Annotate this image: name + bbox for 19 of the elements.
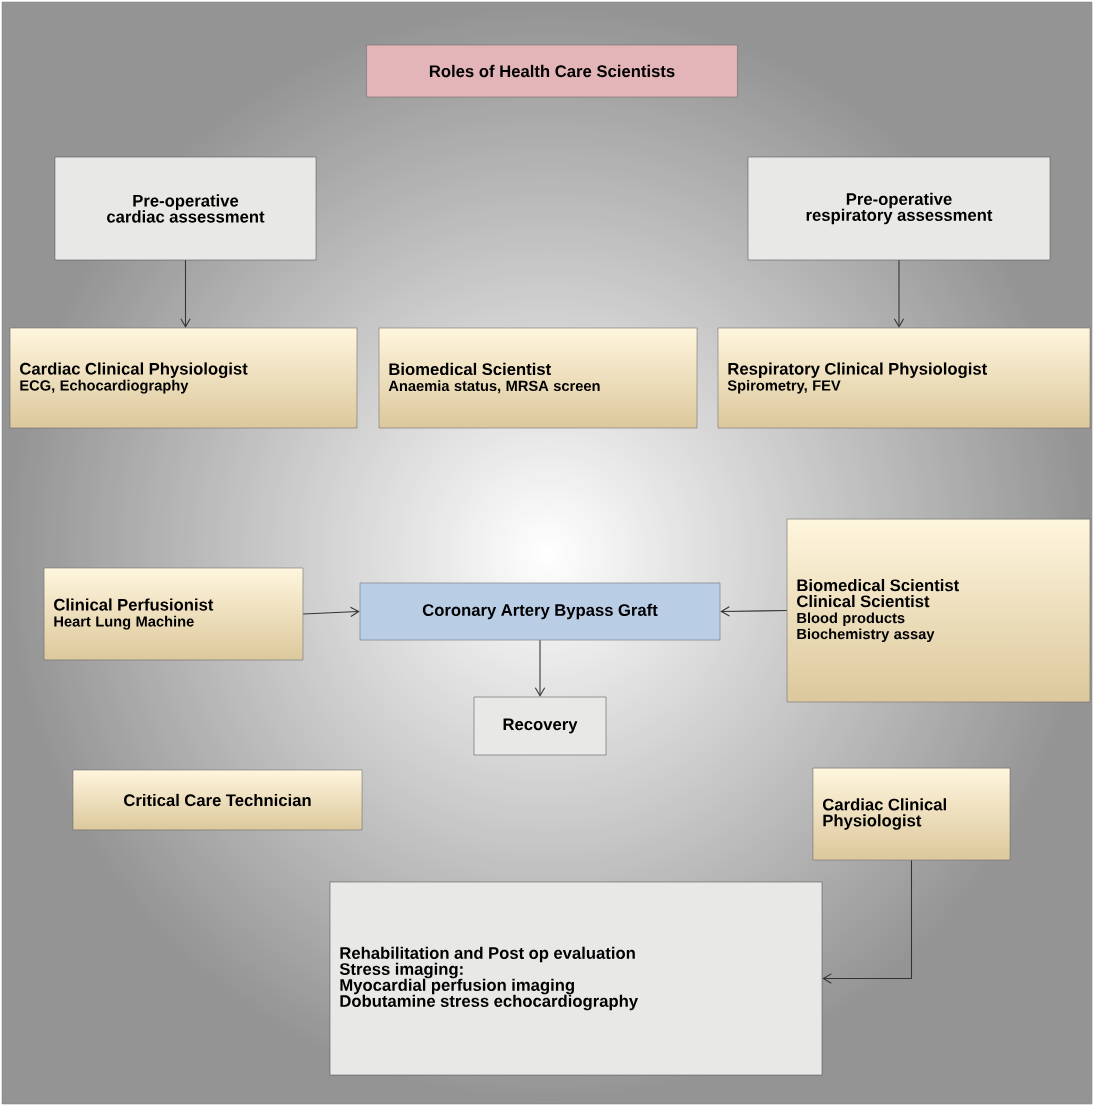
arrow	[822, 859, 913, 984]
arrow	[534, 639, 546, 697]
arrow	[720, 606, 788, 617]
role-box: Cardiac Clinical Physiologist	[812, 767, 1011, 861]
role-box: Biomedical Scientist Anaemia status, MRSA screen	[378, 327, 698, 429]
process-box: Pre-operative respiratory assessment	[747, 156, 1051, 261]
process-box: Rehabilitation and Post op evaluation Stress imaging: Myocardial perfusion imaging Dobutamine stress echocardiography	[329, 881, 823, 1076]
role-box: Biomedical Scientist Clinical Scientist Blood products Biochemistry assay	[786, 518, 1091, 703]
process-box: Recovery	[473, 696, 607, 756]
role-box: Cardiac Clinical Physiologist ECG, Echocardiography	[9, 327, 358, 429]
role-box: Critical Care Technician	[72, 769, 363, 831]
role-box: Respiratory Clinical Physiologist Spirometry, FEV	[717, 327, 1091, 429]
role-box: Clinical Perfusionist Heart Lung Machine	[43, 567, 304, 661]
title-box: Roles of Health Care Scientists	[366, 44, 738, 98]
procedure-box: Coronary Artery Bypass Graft	[359, 582, 721, 641]
arrow	[893, 259, 905, 328]
arrow	[302, 606, 360, 618]
arrow	[180, 259, 191, 328]
process-box: Pre-operative cardiac assessment	[54, 156, 317, 261]
